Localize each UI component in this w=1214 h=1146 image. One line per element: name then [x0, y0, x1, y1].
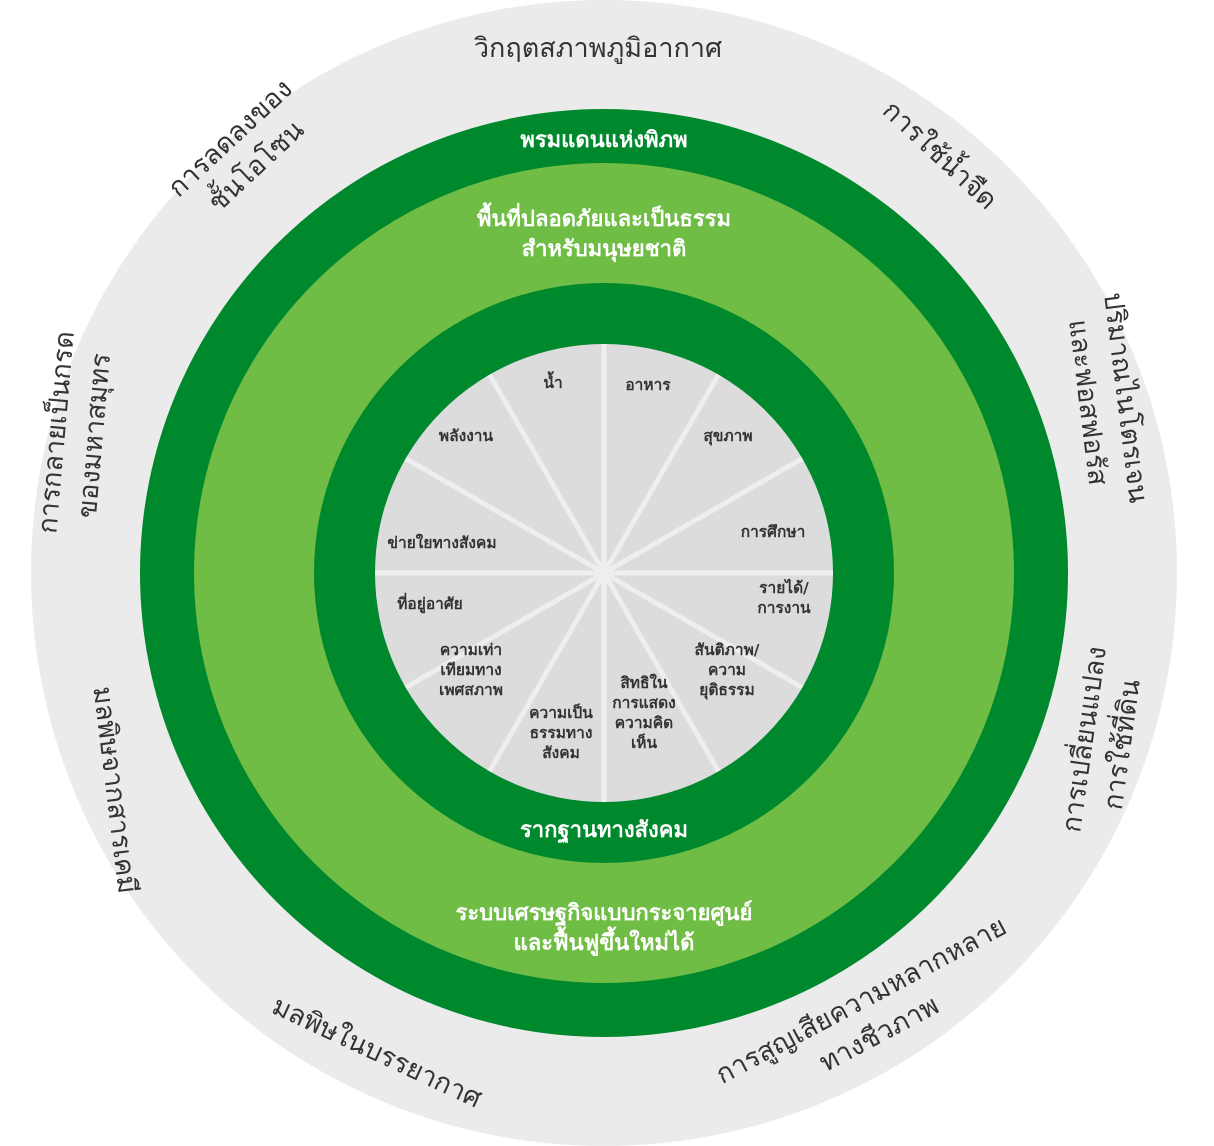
boundary-climate-change: วิกฤตสภาพภูมิอากาศ — [474, 33, 722, 64]
sector-label-line: น้ำ — [543, 371, 562, 392]
safe-space-label: พื้นที่ปลอดภัยและเป็นธรรมสำหรับมนุษยชาติ — [477, 202, 731, 263]
sector-label: ข่ายใยทางสังคม — [387, 533, 496, 552]
sector-divider — [602, 456, 804, 576]
economy-label-line: และฟื้นฟูขึ้นใหม่ได้ — [514, 926, 695, 957]
sector-label-line: ธรรมทาง — [530, 724, 593, 742]
sector-divider — [602, 570, 804, 690]
ecological-ceiling-label: พรมแดนแห่งพิภพ — [520, 128, 687, 153]
sector-divider — [487, 373, 607, 575]
sector-label-line: เห็น — [631, 732, 658, 752]
sector-label: น้ำ — [543, 371, 562, 392]
sector-label: รายได้/ การงาน — [757, 578, 811, 617]
social-foundation-label-line: รากฐานทางสังคม — [520, 818, 688, 844]
sector-label-line: พลังงาน — [439, 427, 494, 445]
sector-label-line: สันติภาพ/ — [695, 641, 760, 659]
sector-label-line: สังคม — [542, 744, 580, 762]
sector-label-line: สุขภาพ — [703, 427, 752, 446]
sector-label-line: ที่อยู่อาศัย — [397, 592, 463, 615]
sector-divider — [601, 571, 721, 773]
safe-space-label-line: สำหรับมนุษยชาติ — [522, 237, 687, 263]
sector-label-line: ความเท่า — [440, 641, 502, 659]
sector-label-line: การงาน — [757, 599, 811, 617]
sector-divider — [404, 570, 606, 690]
sector-label: สันติภาพ/ความยุติธรรม — [695, 641, 760, 700]
sector-label-line: ข่ายใยทางสังคม — [387, 533, 496, 552]
sector-label: ความเป็นธรรมทางสังคม — [529, 702, 593, 762]
sector-label: สิทธิในการแสดงความคิดเห็น — [612, 673, 676, 752]
sector-label-line: การแสดง — [612, 694, 676, 712]
sector-label-line: การศึกษา — [741, 523, 806, 541]
economy-label-line: ระบบเศรษฐกิจแบบกระจายศูนย์ — [456, 900, 753, 927]
sector-label: สุขภาพ — [703, 427, 752, 446]
sector-divider — [601, 373, 721, 575]
sector-label: ความเท่าเทียมทางเพศสภาพ — [439, 641, 503, 699]
sector-label-line: ความคิด — [615, 714, 673, 732]
sector-label-line: ความ — [708, 661, 746, 679]
sector-label-line: เพศสภาพ — [439, 681, 503, 699]
sector-label-line: เทียมทาง — [440, 661, 501, 679]
economy-label: ระบบเศรษฐกิจแบบกระจายศูนย์และฟื้นฟูขึ้นใ… — [456, 900, 753, 957]
ring-labels: พรมแดนแห่งพิภพพื้นที่ปลอดภัยและเป็นธรรมส… — [456, 128, 753, 957]
safe-space-label-line: พื้นที่ปลอดภัยและเป็นธรรม — [477, 202, 731, 232]
sector-label: การศึกษา — [741, 523, 806, 541]
sector-label: พลังงาน — [439, 427, 494, 445]
sector-divider — [487, 571, 607, 773]
sector-label-line: สิทธิใน — [620, 673, 668, 692]
ecological-ceiling-label-line: พรมแดนแห่งพิภพ — [520, 128, 687, 153]
sector-divider — [404, 456, 606, 576]
sector-dividers — [375, 344, 833, 802]
boundary-label-line: วิกฤตสภาพภูมิอากาศ — [474, 33, 722, 64]
sector-label: ที่อยู่อาศัย — [397, 592, 463, 615]
social-foundation-label: รากฐานทางสังคม — [520, 818, 688, 844]
boundary-label: วิกฤตสภาพภูมิอากาศ — [474, 33, 722, 64]
sector-label-line: รายได้/ — [759, 578, 809, 597]
sector-label-line: ยุติธรรม — [699, 681, 754, 700]
sector-label-line: ความเป็น — [529, 702, 593, 722]
sector-label: อาหาร — [625, 376, 671, 394]
sector-label-line: อาหาร — [625, 376, 671, 394]
